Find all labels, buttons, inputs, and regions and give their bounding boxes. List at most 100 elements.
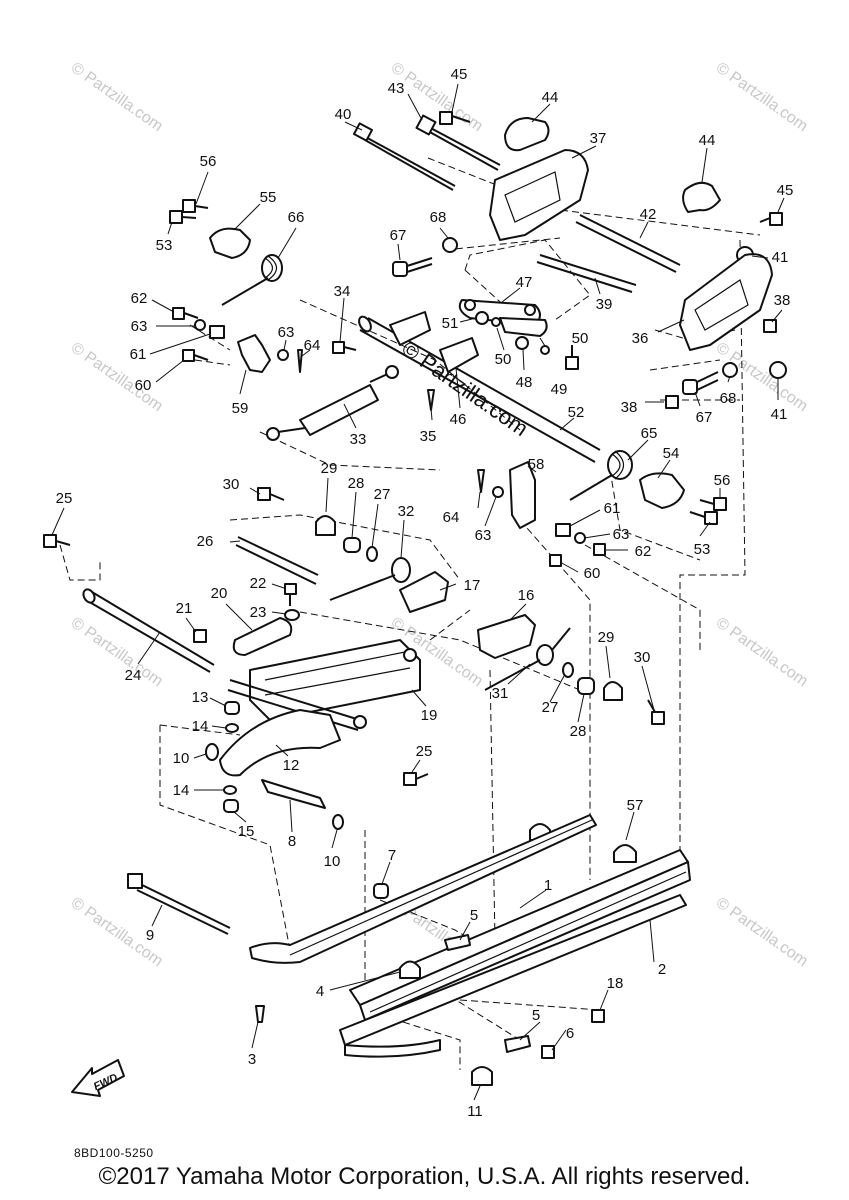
callout-2: 2 xyxy=(658,961,666,978)
callout-7: 7 xyxy=(388,847,396,864)
part-22-bolt xyxy=(284,583,297,606)
part-56-bolt xyxy=(699,497,727,511)
part-17-bracket xyxy=(399,571,449,613)
part-36-bracket xyxy=(679,253,773,351)
part-56-bolt xyxy=(182,199,209,213)
callout-56: 56 xyxy=(200,153,217,170)
callout-36: 36 xyxy=(632,330,649,347)
callout-6: 6 xyxy=(566,1025,574,1042)
callout-13: 13 xyxy=(192,689,209,706)
part-63-washer xyxy=(574,532,586,544)
part-44-cap xyxy=(504,117,550,152)
part-12-arm xyxy=(219,709,341,777)
callout-15: 15 xyxy=(238,823,255,840)
part-19-frame xyxy=(227,639,421,731)
part-42-shaft xyxy=(575,214,681,273)
callout-50: 50 xyxy=(495,351,512,368)
callout-4: 4 xyxy=(316,983,324,1000)
part-2-slider xyxy=(339,894,687,1058)
part-60-bolt xyxy=(549,554,562,567)
watermark-text: © Partzilla.com xyxy=(713,614,811,690)
part-68-nut xyxy=(442,237,458,253)
part-64-pin xyxy=(477,469,485,493)
part-30-bolt xyxy=(257,487,285,501)
part-38-bolt xyxy=(763,319,777,333)
callout-28: 28 xyxy=(570,723,587,740)
part-35-pin xyxy=(427,389,435,411)
part-7-collar xyxy=(373,883,389,899)
part-47-link xyxy=(458,299,548,337)
part-25-bolt xyxy=(43,534,71,548)
part-45-bolt xyxy=(439,111,471,125)
callout-43: 43 xyxy=(388,80,405,97)
callout-38: 38 xyxy=(621,399,638,416)
part-14-washer xyxy=(223,785,237,795)
callout-58: 58 xyxy=(528,456,545,473)
part-32-spring xyxy=(329,557,411,601)
callout-3: 3 xyxy=(248,1051,256,1068)
part-14-washer xyxy=(225,723,239,733)
callout-30: 30 xyxy=(223,476,240,493)
callout-17: 17 xyxy=(464,577,481,594)
callout-56: 56 xyxy=(714,472,731,489)
part-21-bolt xyxy=(193,629,207,643)
part-63-washer xyxy=(492,486,504,498)
callout-labels: 1 2 3 4 5 5 6 7 8 9 10 10 11 12 13 14 14… xyxy=(56,66,794,1120)
leader-lines xyxy=(51,83,785,1101)
part-28-collar xyxy=(577,677,595,695)
callout-63: 63 xyxy=(131,318,148,335)
callout-53: 53 xyxy=(156,237,173,254)
part-45-bolt xyxy=(759,212,783,226)
callout-27: 27 xyxy=(374,486,391,503)
part-44-cap xyxy=(682,181,721,213)
diagram-code: 8BD100-5250 xyxy=(74,1146,154,1160)
part-43-bolt xyxy=(415,114,501,171)
part-13-collar xyxy=(224,701,240,715)
callout-62: 62 xyxy=(131,290,148,307)
part-20-arm xyxy=(232,617,293,656)
part-10-washer xyxy=(332,814,344,830)
callout-44: 44 xyxy=(542,89,559,106)
callout-9: 9 xyxy=(146,927,154,944)
part-63-washer xyxy=(277,349,289,361)
callout-47: 47 xyxy=(516,274,533,291)
part-50-washer xyxy=(540,345,550,355)
part-24-shaft xyxy=(82,588,215,673)
callout-14: 14 xyxy=(192,718,209,735)
callout-22: 22 xyxy=(250,575,267,592)
watermark-text: © Partzilla.com xyxy=(713,59,811,135)
callout-57: 57 xyxy=(627,797,644,814)
part-28-collar xyxy=(343,537,361,553)
callout-25: 25 xyxy=(56,490,73,507)
part-60-bolt xyxy=(182,349,209,362)
part-4-cap xyxy=(399,960,421,979)
callout-10: 10 xyxy=(324,853,341,870)
callout-40: 40 xyxy=(335,106,352,123)
callout-53: 53 xyxy=(694,541,711,558)
watermark-text: © Partzilla.com xyxy=(68,59,166,135)
callout-19: 19 xyxy=(421,707,438,724)
part-63-washer xyxy=(194,319,206,331)
part-6-bolt xyxy=(541,1045,555,1059)
callout-24: 24 xyxy=(125,667,142,684)
callout-5: 5 xyxy=(470,907,478,924)
part-30-bolt xyxy=(647,699,665,725)
part-67-bolt xyxy=(682,371,719,395)
callout-59: 59 xyxy=(232,400,249,417)
callout-42: 42 xyxy=(640,206,657,223)
callout-44: 44 xyxy=(699,132,716,149)
part-27-washer xyxy=(366,546,378,562)
callout-61: 61 xyxy=(604,500,621,517)
callout-63: 63 xyxy=(475,527,492,544)
part-62-bolt xyxy=(172,307,199,320)
callout-68: 68 xyxy=(720,390,737,407)
callout-51: 51 xyxy=(442,315,459,332)
part-61-collar xyxy=(555,523,571,537)
part-33-shock xyxy=(266,365,399,441)
part-37-bracket xyxy=(489,149,589,241)
part-10-washer xyxy=(205,743,219,761)
parts-artwork xyxy=(43,111,787,1086)
callout-60: 60 xyxy=(135,377,152,394)
assembly-guide-lines xyxy=(59,157,761,1070)
callout-30: 30 xyxy=(634,649,651,666)
